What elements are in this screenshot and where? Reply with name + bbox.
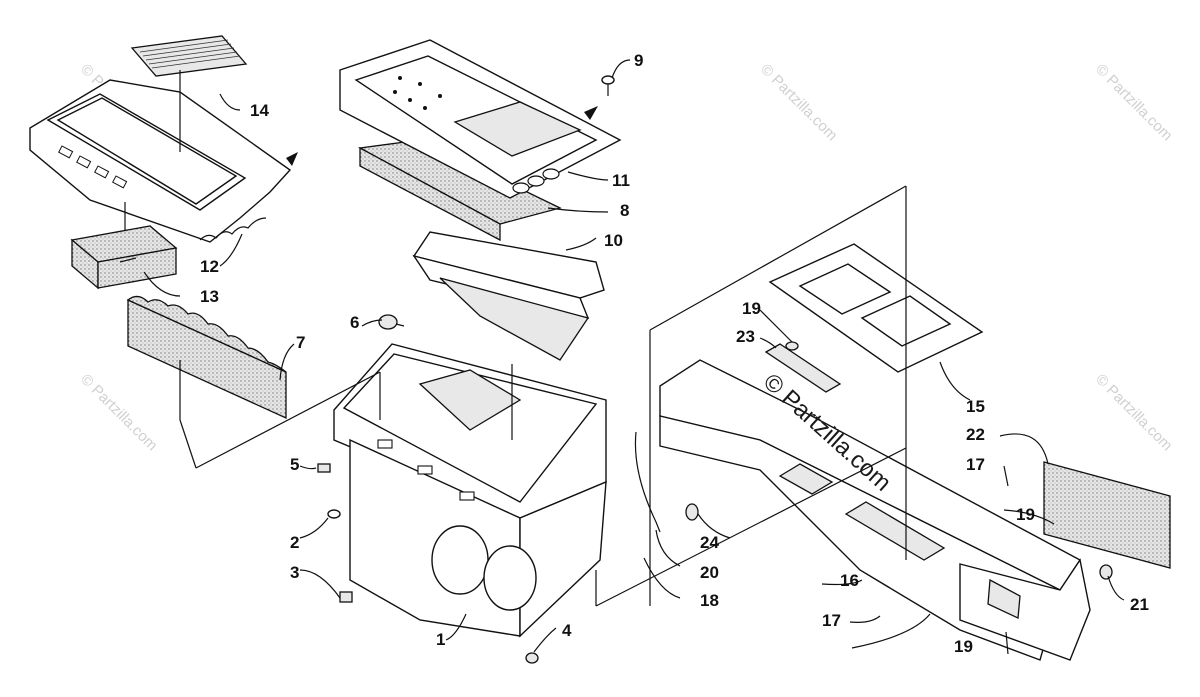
- callout-17: 17: [966, 455, 985, 474]
- callout-8: 8: [620, 201, 629, 220]
- callout-leaders: [143, 59, 1125, 655]
- callout-2: 2: [290, 533, 299, 552]
- part-7-foam-strip: [126, 295, 287, 420]
- callout-9: 9: [634, 51, 643, 70]
- part-5-clip: [317, 463, 331, 473]
- callout-13: 13: [200, 287, 219, 306]
- callout-labels: 1 2 3 4 5 6 7 8 9 10 11 12 13 14 15 16 1…: [200, 51, 1149, 656]
- callout-17b: 17: [822, 611, 841, 630]
- part-14-grille: [130, 35, 248, 77]
- callout-20: 20: [700, 563, 719, 582]
- callout-1: 1: [436, 630, 445, 649]
- part-11-tray: [339, 39, 622, 199]
- callout-5: 5: [290, 455, 299, 474]
- part-13-foam-block: [70, 225, 178, 290]
- callout-15: 15: [966, 397, 985, 416]
- part-6-knob: [378, 314, 405, 330]
- watermark-text: © Partzilla.com: [1092, 61, 1175, 144]
- part-8-foam-pad: [357, 139, 562, 242]
- part-16-long-housing: [659, 359, 1091, 661]
- callout-21: 21: [1130, 595, 1149, 614]
- watermark-text: © Partzilla.com: [77, 371, 160, 454]
- callout-22: 22: [966, 425, 985, 444]
- part-1-housing: [333, 343, 607, 638]
- part-21-plug: [1099, 564, 1113, 580]
- callout-14: 14: [250, 101, 269, 120]
- part-12-cover: [29, 79, 298, 243]
- part-19-washer: [785, 341, 799, 351]
- callout-19: 19: [742, 299, 761, 318]
- part-9-screw: [601, 75, 615, 96]
- watermark-text: © Partzilla.com: [1092, 371, 1175, 454]
- part-4-cap: [525, 652, 539, 664]
- callout-7: 7: [296, 333, 305, 352]
- callout-11: 11: [612, 171, 630, 190]
- watermark-text: © Partzilla.com: [757, 61, 840, 144]
- part-20-rod: [634, 431, 661, 533]
- callout-24: 24: [700, 533, 719, 552]
- part-2-bolt: [327, 509, 341, 519]
- callout-12: 12: [200, 257, 219, 276]
- callout-6: 6: [350, 313, 359, 332]
- leader-lines: [119, 70, 907, 607]
- callout-4: 4: [562, 621, 572, 640]
- callout-3: 3: [290, 563, 299, 582]
- callout-23: 23: [736, 327, 755, 346]
- callout-19c: 19: [954, 637, 973, 656]
- callout-19b: 19: [1016, 505, 1035, 524]
- part-3-nut: [339, 591, 353, 603]
- callout-16: 16: [840, 571, 859, 590]
- part-24-grommet: [685, 503, 699, 521]
- part-10-duct: [412, 231, 605, 361]
- callout-10: 10: [604, 231, 623, 250]
- part-15-gasket: [768, 243, 984, 373]
- part-22-foam-right: [1043, 461, 1171, 569]
- callout-18: 18: [700, 591, 719, 610]
